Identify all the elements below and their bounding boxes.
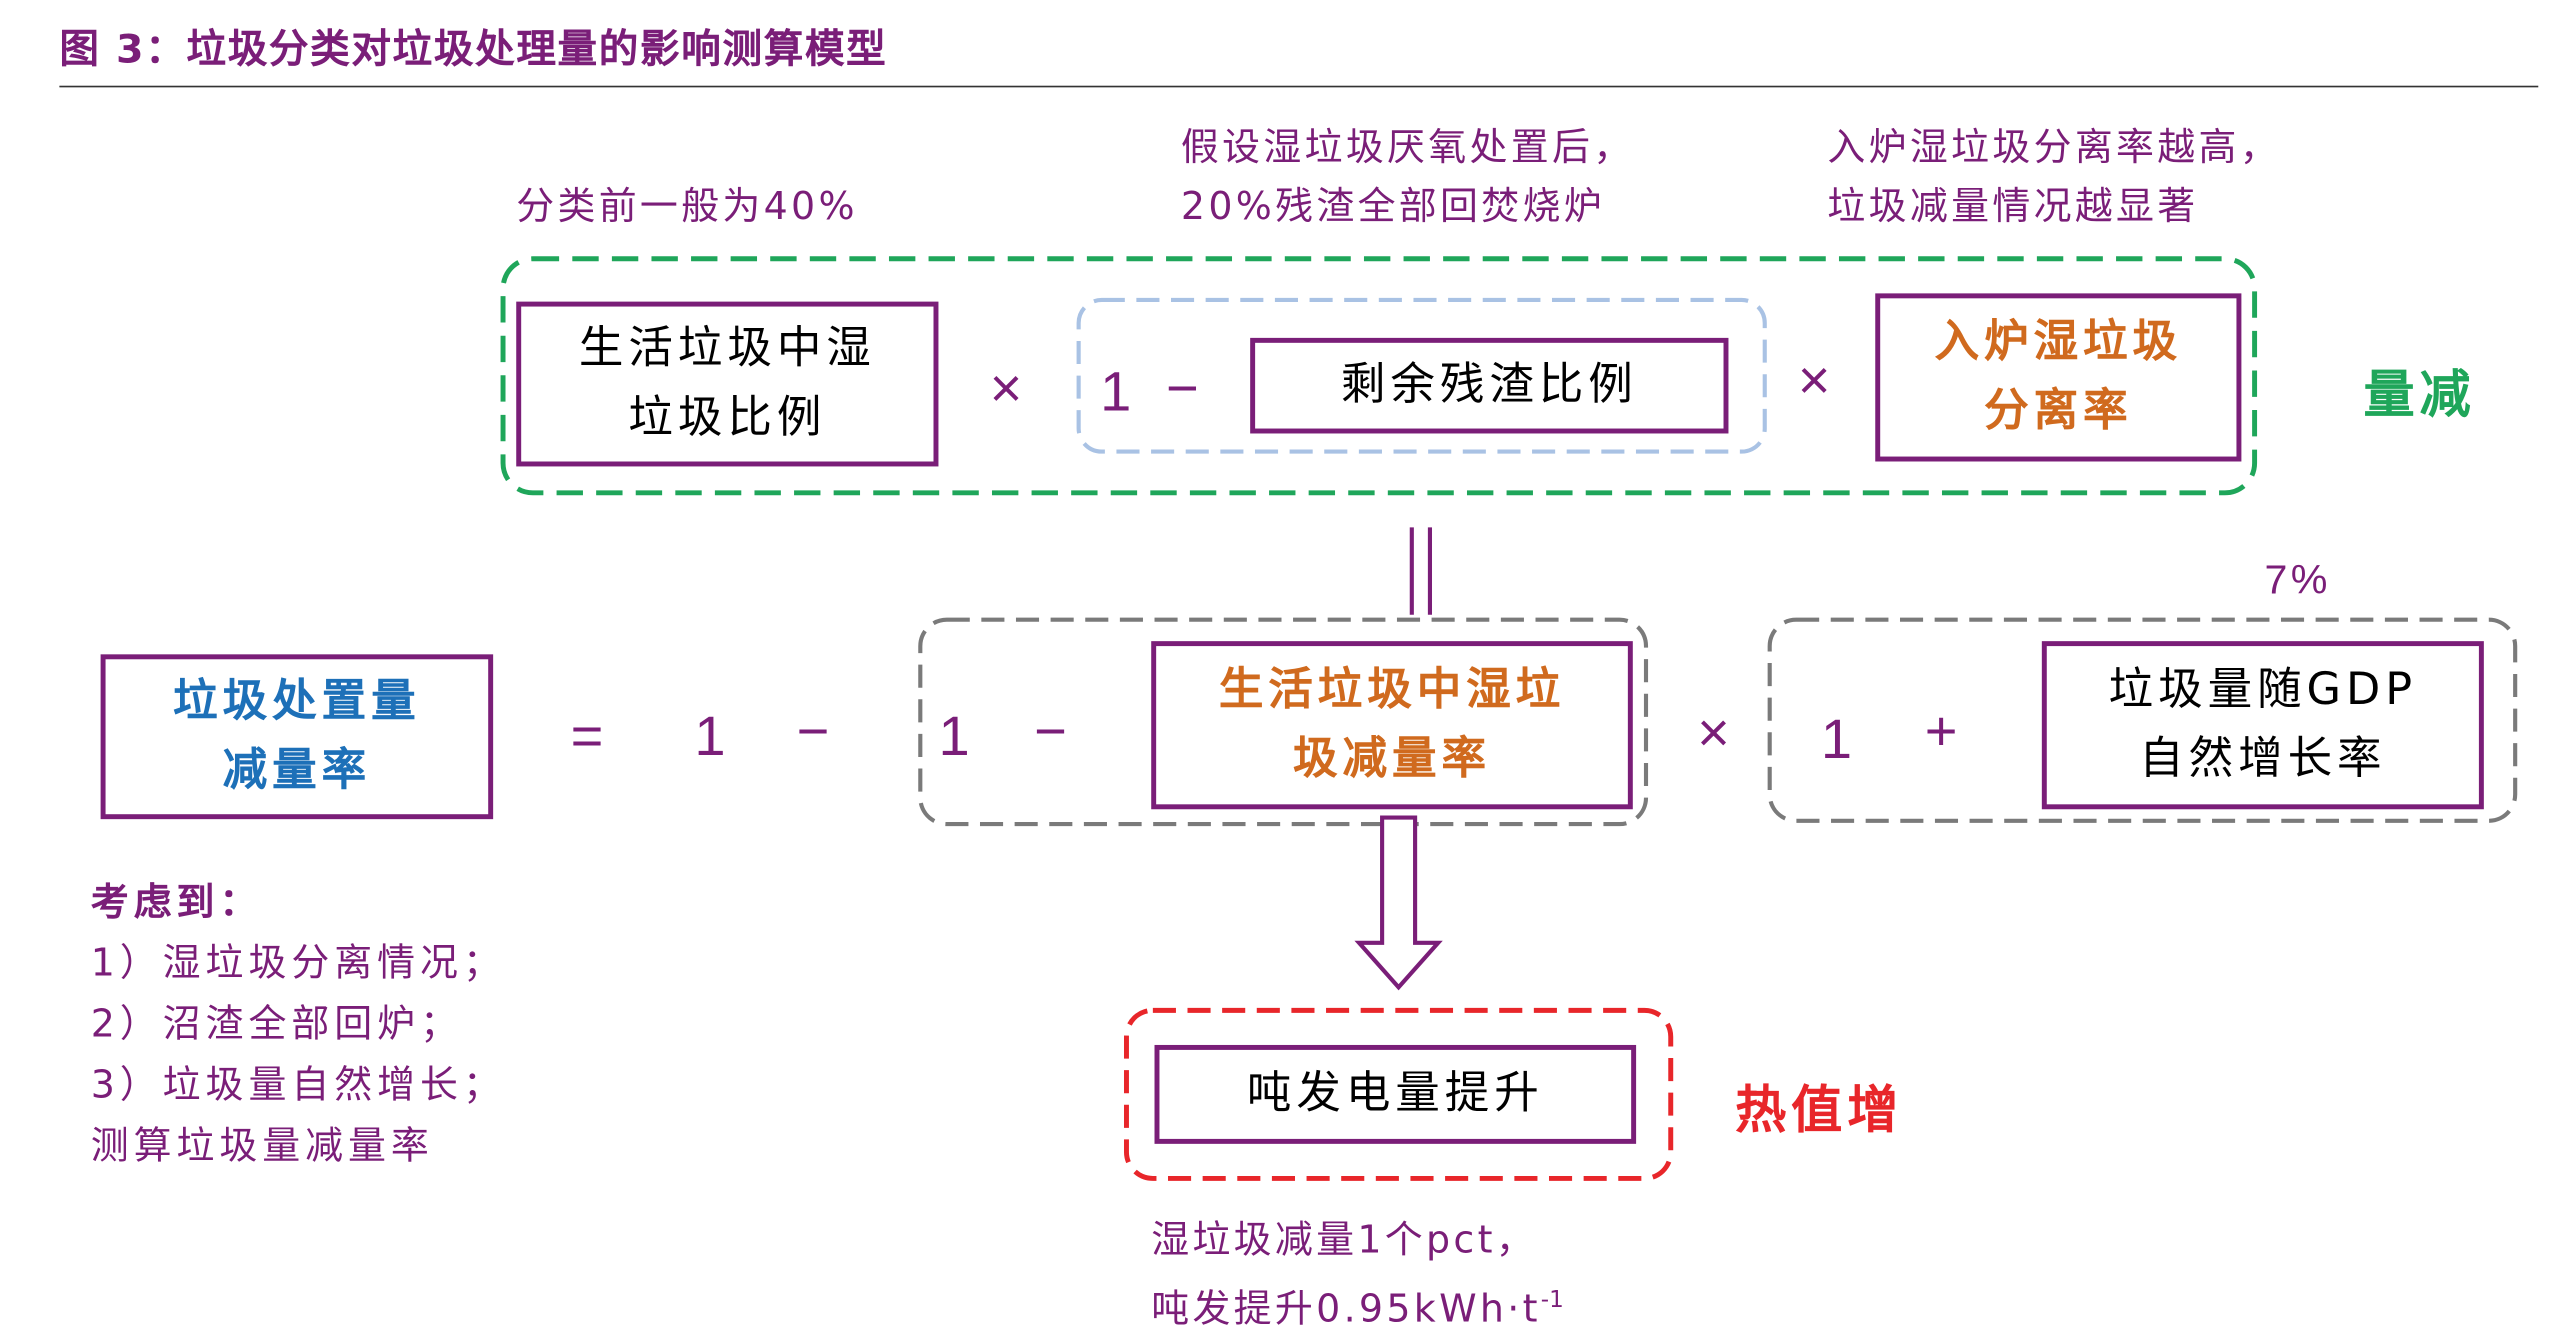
consideration-item-4: 测算垃圾量减量率 (90, 1125, 434, 1169)
heat-value-group (1123, 1007, 1674, 1181)
heat-result-line-2: 吨发提升0.95kWh·t-1 (1151, 1271, 1564, 1340)
heat-result-exponent: -1 (1540, 1287, 1564, 1314)
growth-group (1767, 617, 2518, 823)
power-increase-label: 吨发电量提升 (1246, 1068, 1544, 1120)
power-increase-box: 吨发电量提升 (1154, 1044, 1637, 1144)
disposal-reduction-box: 垃圾处置量 减量率 (100, 654, 494, 820)
gdp-growth-box: 垃圾量随GDP 自然增长率 (2041, 641, 2484, 810)
minus-sign-1: − (1166, 357, 1199, 421)
residue-assumption-line-2: 20%残渣全部回焚烧炉 (1180, 186, 1605, 230)
gdp-growth-line-2: 自然增长率 (2139, 733, 2387, 785)
pre-sort-ratio-note: 分类前一般为40% (516, 186, 858, 230)
consideration-item-2: 2）沼渣全部回炉； (90, 1003, 463, 1047)
separation-rate-line-2: 分离率 (1984, 385, 2133, 437)
residue-assumption-line-1: 假设湿垃圾厌氧处置后， (1180, 126, 1635, 170)
considerations-list: 考虑到： 1）湿垃圾分离情况； 2）沼渣全部回炉； 3）垃圾量自然增长； 测算垃… (91, 874, 506, 1179)
equals-sign: = (570, 705, 604, 769)
disposal-reduction-line-2: 减量率 (222, 744, 372, 797)
volume-reduction-group (500, 256, 2258, 496)
one-term-2: 1 (694, 705, 726, 769)
plus-sign: + (1924, 700, 1958, 764)
considerations-head: 考虑到： (90, 881, 263, 925)
minus-sign-3: − (1034, 700, 1067, 764)
one-term-1: 1 (1100, 360, 1132, 424)
gdp-growth-note: 7% (2264, 557, 2331, 604)
heat-result-text: 吨发提升0.95kWh·t (1151, 1288, 1541, 1332)
down-arrow (1354, 815, 1443, 991)
multiply-sign-1: × (989, 357, 1023, 421)
separation-effect-line-2: 垃圾减量情况越显著 (1827, 186, 2199, 230)
wet-reduction-line-2: 圾减量率 (1293, 733, 1491, 785)
residue-group (1076, 297, 1767, 454)
one-term-3: 1 (938, 705, 970, 769)
residue-ratio-label: 剩余残渣比例 (1340, 359, 1638, 411)
one-term-4: 1 (1820, 708, 1853, 772)
wet-ratio-line-2: 垃圾比例 (628, 392, 827, 444)
wet-reduction-box: 生活垃圾中湿垃 圾减量率 (1151, 641, 1633, 810)
heat-result-line-1: 湿垃圾减量1个pct， (1151, 1219, 1537, 1263)
residue-ratio-box: 剩余残渣比例 (1250, 337, 1729, 434)
title-rule (59, 85, 2539, 88)
multiply-sign-2: × (1797, 349, 1831, 413)
disposal-reduction-line-1: 垃圾处置量 (173, 675, 421, 727)
wet-ratio-line-1: 生活垃圾中湿 (578, 323, 876, 375)
gdp-growth-line-1: 垃圾量随GDP (2108, 664, 2418, 716)
separation-rate-box: 入炉湿垃圾 分离率 (1875, 293, 2242, 462)
consideration-item-1: 1）湿垃圾分离情况； (90, 942, 506, 986)
figure-title: 图 3：垃圾分类对垃圾处理量的影响测算模型 (59, 26, 888, 73)
consideration-item-3: 3）垃圾量自然增长； (90, 1064, 506, 1108)
separation-rate-line-1: 入炉湿垃圾 (1934, 316, 2183, 368)
heat-increase-label: 热值增 (1735, 1081, 1904, 1141)
separation-effect-line-1: 入炉湿垃圾分离率越高， (1827, 126, 2281, 170)
multiply-sign-3: × (1697, 702, 1730, 765)
wet-reduction-line-1: 生活垃圾中湿垃 (1218, 664, 1566, 716)
minus-sign-2: − (796, 700, 830, 764)
volume-reduction-label: 量减 (2363, 365, 2476, 426)
wet-ratio-box: 生活垃圾中湿 垃圾比例 (516, 301, 939, 467)
